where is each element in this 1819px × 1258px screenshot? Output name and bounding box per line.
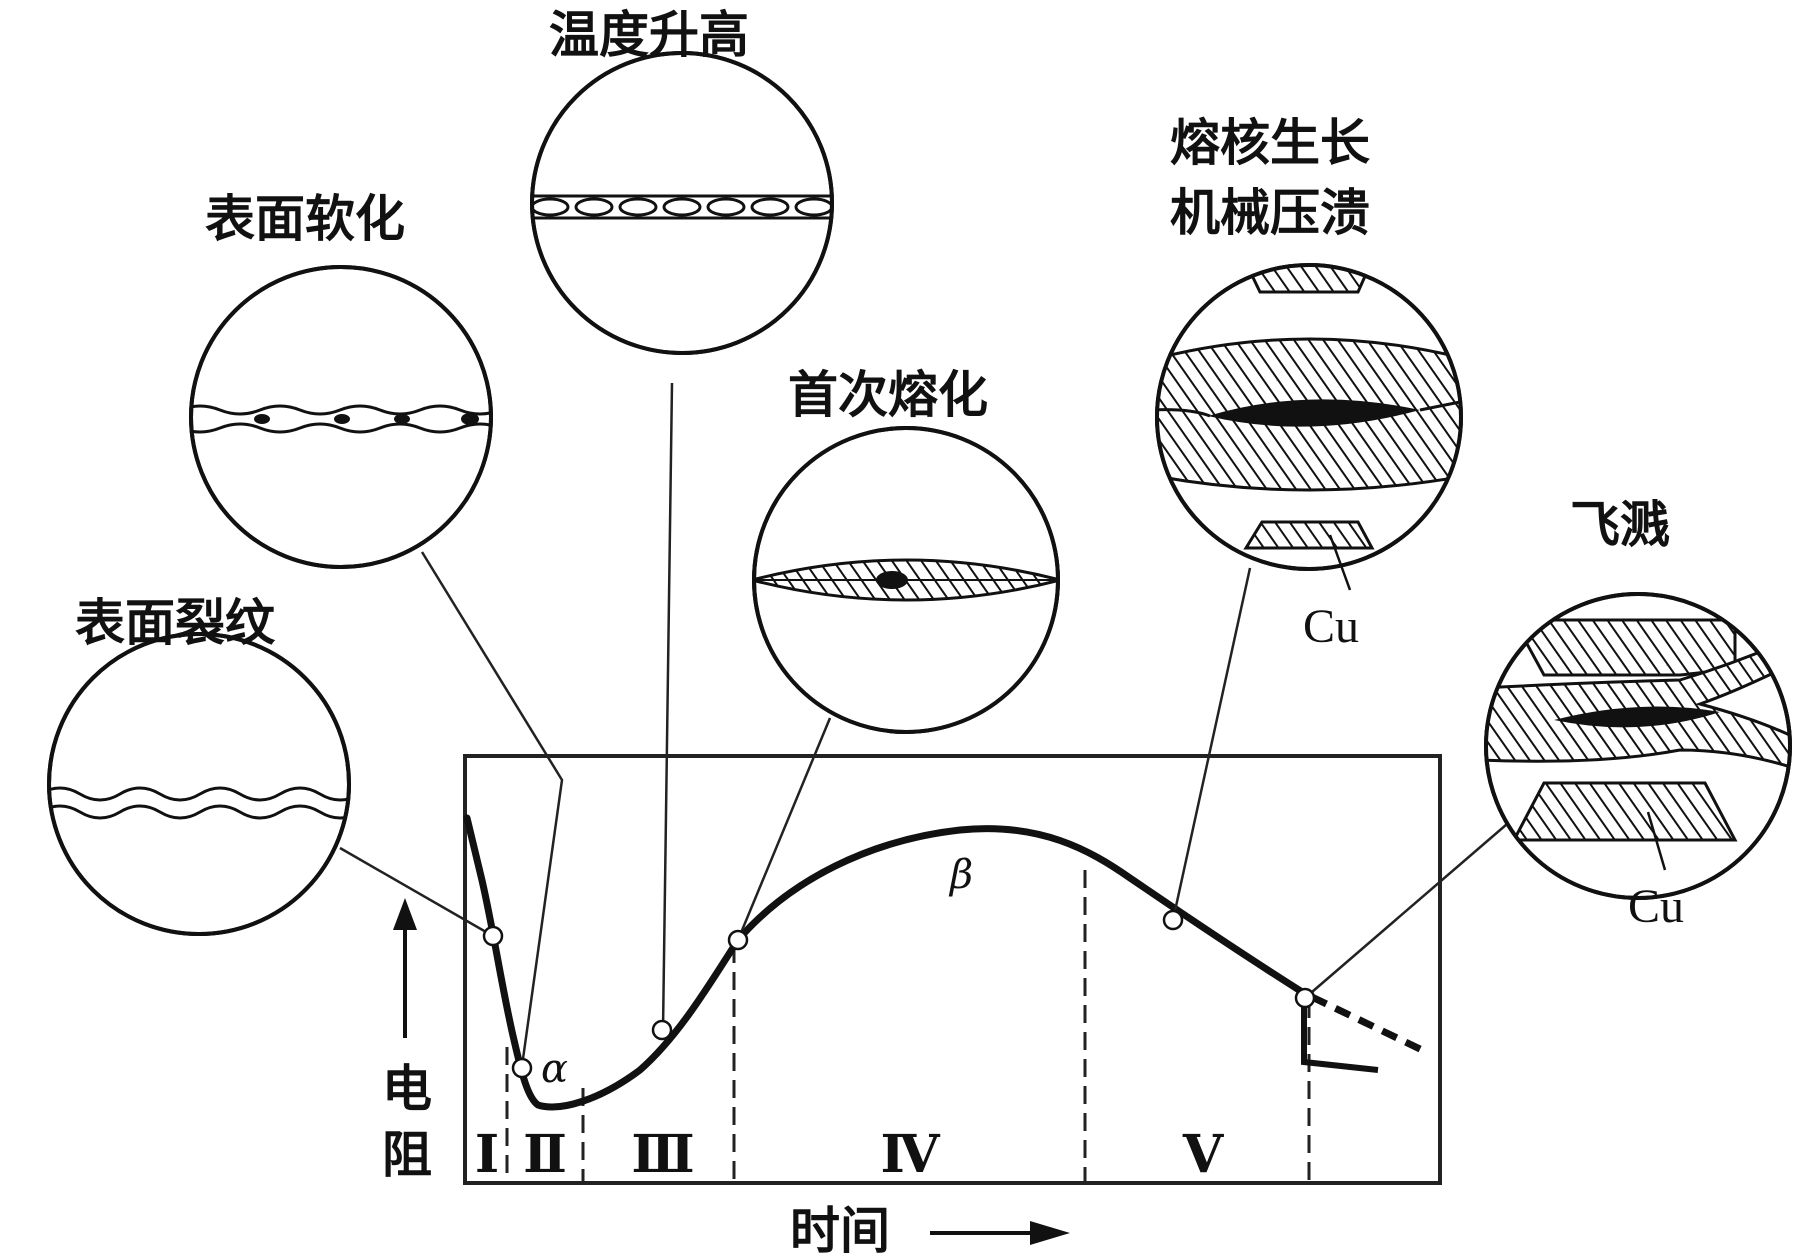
x-axis: 时间 bbox=[790, 1201, 1070, 1258]
leader-surface-softening bbox=[420, 551, 564, 1067]
label-temperature-rise: 温度升高 bbox=[549, 5, 749, 64]
leader-lines bbox=[339, 382, 1522, 1067]
alpha-label: α bbox=[541, 1046, 568, 1092]
node-nugget-growth bbox=[1162, 909, 1184, 931]
magnifier-temperature-rise bbox=[530, 51, 834, 355]
beta-label: β bbox=[948, 852, 973, 898]
cu-pointer-spatter bbox=[1646, 811, 1667, 871]
node-spatter bbox=[1294, 987, 1316, 1009]
magnifier-first-melting bbox=[752, 426, 1060, 734]
leader-temperature-rise bbox=[661, 382, 674, 1031]
label-cu-bottom: Cu bbox=[1628, 880, 1684, 933]
y-axis: 电 阻 bbox=[382, 898, 432, 1184]
node-surface-cracks bbox=[482, 925, 504, 947]
spatter-dashed-curve bbox=[1310, 993, 1424, 1054]
stage-label-II: Ⅱ bbox=[523, 1127, 567, 1184]
y-axis-arrowhead bbox=[393, 898, 417, 930]
leader-surface-cracks bbox=[339, 846, 494, 938]
spatter-drop bbox=[1301, 1000, 1379, 1073]
label-surface-softening: 表面软化 bbox=[205, 189, 405, 248]
leader-spatter bbox=[1304, 811, 1522, 999]
label-nugget-growth-1: 熔核生长 bbox=[1170, 113, 1370, 172]
node-surface-softening bbox=[511, 1057, 533, 1079]
y-axis-label-2: 阻 bbox=[382, 1125, 432, 1184]
magnifier-surface-softening bbox=[189, 265, 493, 569]
leader-first-melting bbox=[736, 717, 832, 941]
node-first-melting bbox=[727, 929, 749, 951]
stage-label-V: Ⅴ bbox=[1182, 1127, 1225, 1184]
stage-label-I: Ⅰ bbox=[475, 1127, 499, 1184]
stage-label-III: Ⅲ bbox=[631, 1127, 694, 1184]
resistance-curve bbox=[463, 814, 1314, 1111]
x-axis-label: 时间 bbox=[790, 1201, 890, 1258]
label-first-melting: 首次熔化 bbox=[788, 365, 988, 424]
callout-labels: 表面裂纹 表面软化 温度升高 首次熔化 熔核生长 机械压溃 飞溅 Cu Cu bbox=[75, 5, 1684, 933]
leader-nugget-growth bbox=[1171, 567, 1252, 921]
curve-nodes bbox=[482, 909, 1316, 1079]
magnifier-spatter bbox=[1484, 592, 1792, 900]
stage-label-IV: Ⅳ bbox=[880, 1127, 940, 1184]
label-spatter: 飞溅 bbox=[1570, 495, 1670, 554]
y-axis-label-1: 电 bbox=[382, 1059, 432, 1118]
magnifier-nugget-growth bbox=[1155, 263, 1463, 591]
cu-pointer-nugget bbox=[1328, 534, 1352, 591]
magnifier-surface-cracks bbox=[47, 632, 351, 936]
stage-labels: Ⅰ Ⅱ Ⅲ Ⅳ Ⅴ bbox=[475, 1127, 1225, 1184]
node-temperature-rise bbox=[651, 1019, 673, 1041]
x-axis-arrowhead bbox=[1030, 1221, 1070, 1245]
label-surface-cracks: 表面裂纹 bbox=[75, 593, 276, 652]
label-cu-top: Cu bbox=[1303, 600, 1359, 653]
plot-frame bbox=[463, 754, 1442, 1185]
label-nugget-growth-2: 机械压溃 bbox=[1170, 183, 1370, 242]
